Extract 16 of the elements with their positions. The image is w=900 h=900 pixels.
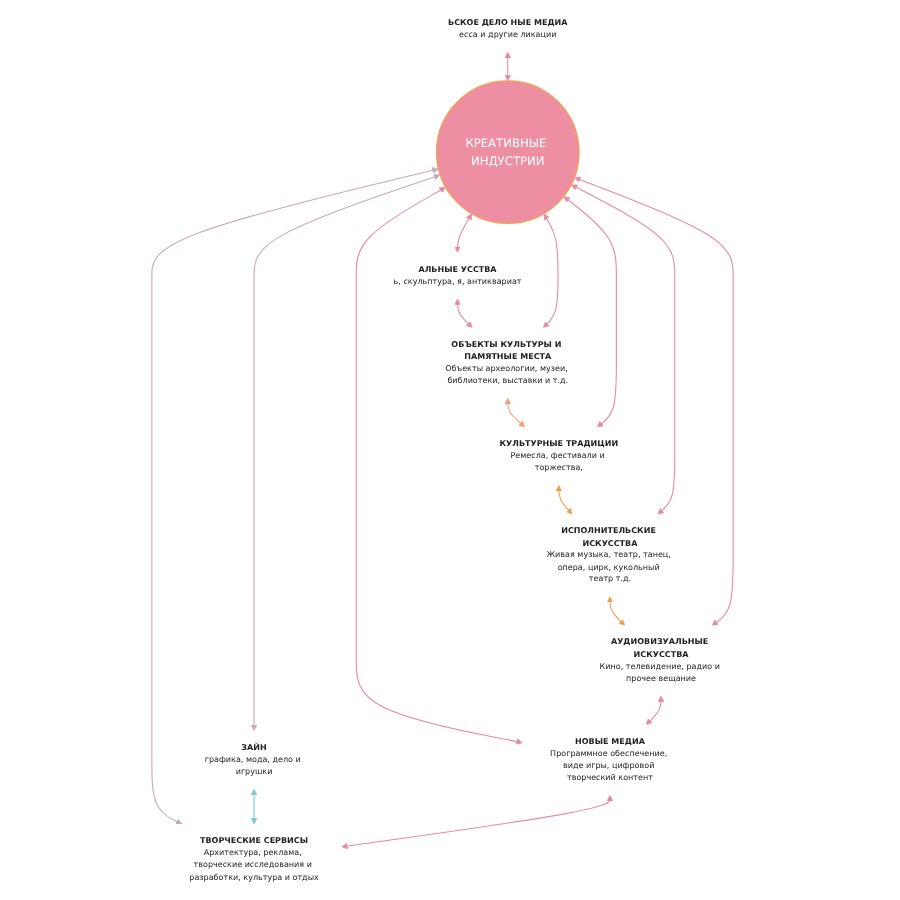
arrow [574, 176, 734, 626]
arrow [454, 298, 473, 329]
arrow [606, 596, 625, 626]
arrow [563, 196, 617, 428]
arrow [355, 187, 523, 745]
arrow [341, 794, 613, 850]
arrow [542, 213, 559, 329]
arrow [250, 788, 257, 825]
arrow [504, 397, 525, 428]
arrow [151, 167, 439, 825]
arrow [454, 213, 472, 253]
arrow [570, 184, 676, 515]
arrow [645, 695, 664, 726]
arrow [250, 173, 441, 732]
arrow [504, 51, 511, 82]
arrow [555, 485, 573, 515]
